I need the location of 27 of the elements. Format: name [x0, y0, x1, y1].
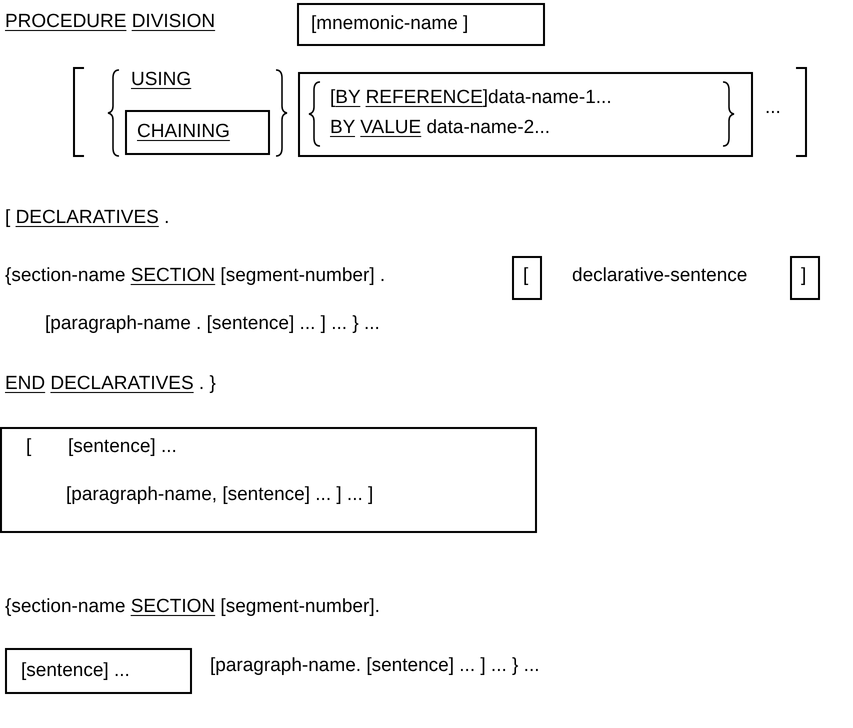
- syntax-text: ]: [801, 266, 806, 287]
- syntax-box: [125, 110, 270, 155]
- syntax-text: [sentence] ...: [21, 661, 130, 682]
- syntax-box: [297, 3, 545, 46]
- syntax-text: [paragraph-name . [sentence] ... ] ... } ...: [45, 314, 380, 335]
- syntax-text: {section-name SECTION [segment-number].: [5, 597, 380, 618]
- syntax-text: ...: [765, 98, 781, 119]
- syntax-text: {section-name SECTION [segment-number] .: [5, 266, 386, 287]
- syntax-text: PROCEDURE DIVISION: [5, 12, 216, 33]
- syntax-text: BY VALUE data-name-2...: [330, 118, 550, 139]
- syntax-box: [790, 256, 820, 300]
- syntax-box: [298, 72, 753, 157]
- syntax-box: [0, 427, 537, 533]
- syntax-text: [paragraph-name. [sentence] ... ] ... } ...: [210, 656, 540, 677]
- syntax-box: [5, 648, 192, 694]
- syntax-text: [paragraph-name, [sentence] ... ] ... ]: [66, 485, 374, 506]
- syntax-text: [sentence] ...: [68, 437, 177, 458]
- syntax-text: [: [523, 266, 528, 287]
- syntax-text: declarative-sentence: [572, 266, 748, 287]
- syntax-text: [BY REFERENCE]data-name-1...: [330, 88, 612, 109]
- syntax-text: [mnemonic-name ]: [311, 14, 468, 35]
- syntax-text: CHAINING: [137, 122, 230, 143]
- syntax-text: [ DECLARATIVES .: [5, 208, 170, 229]
- syntax-text: [: [26, 437, 32, 458]
- syntax-text: USING: [131, 70, 192, 91]
- syntax-box: [512, 256, 542, 300]
- syntax-text: END DECLARATIVES . }: [5, 374, 216, 395]
